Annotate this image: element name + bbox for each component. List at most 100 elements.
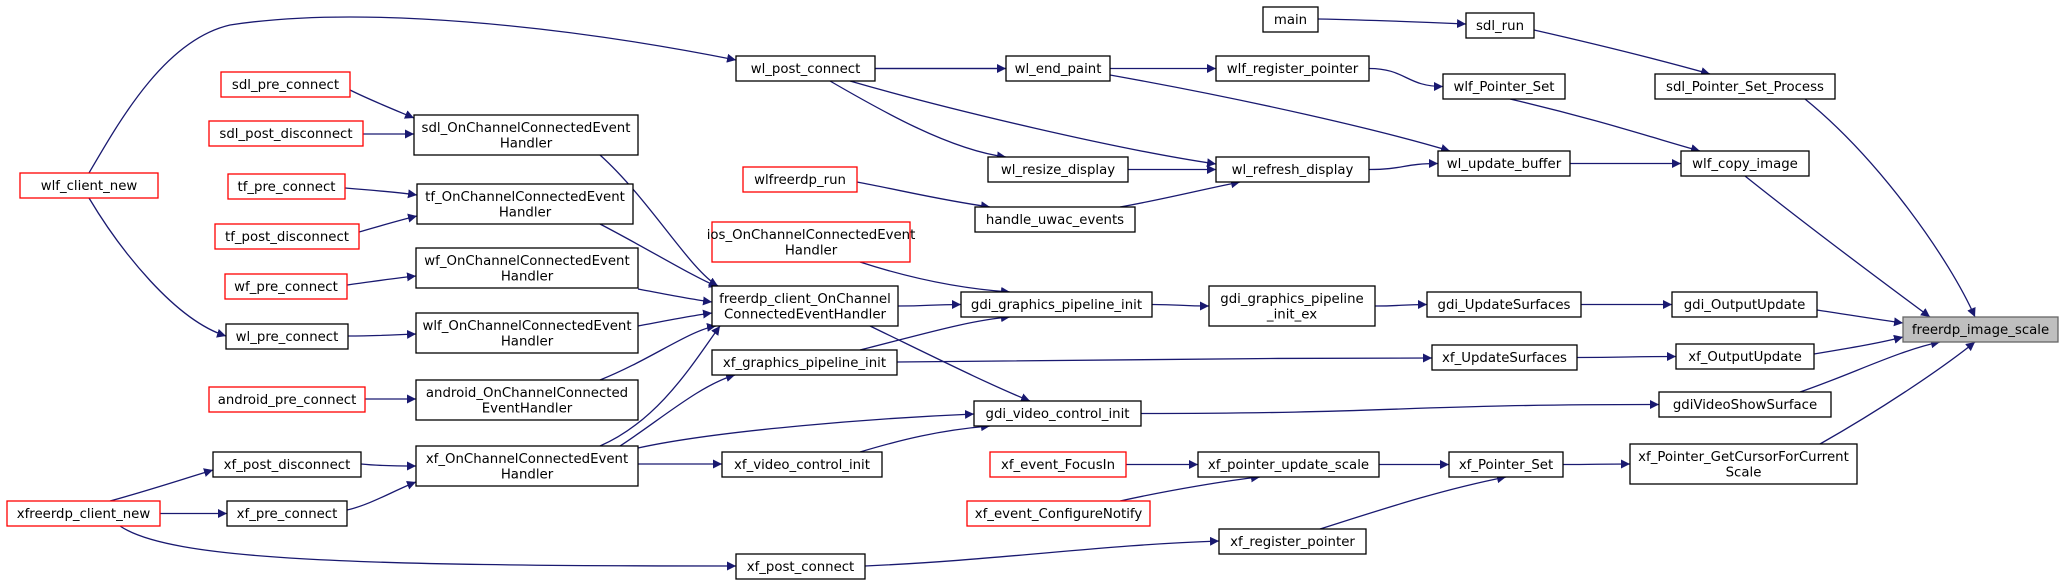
node-box[interactable] xyxy=(225,323,349,350)
node-sdl-pre-connect[interactable]: sdl_pre_connect xyxy=(220,71,351,98)
node-box[interactable] xyxy=(966,500,1151,527)
node-box[interactable] xyxy=(1197,451,1380,478)
node-box[interactable] xyxy=(208,386,366,413)
node-tf-pre-connect[interactable]: tf_pre_connect xyxy=(227,173,346,200)
node-box[interactable] xyxy=(1437,150,1571,177)
node-tf-post-disconnect[interactable]: tf_post_disconnect xyxy=(214,223,360,250)
node-wlf-client-new[interactable]: wlf_client_new xyxy=(19,172,159,199)
node-wl-resize-display[interactable]: wl_resize_display xyxy=(987,156,1129,183)
node-box[interactable] xyxy=(1218,528,1367,555)
node-box[interactable] xyxy=(1654,73,1836,100)
node-box[interactable] xyxy=(227,173,346,200)
node-box[interactable] xyxy=(413,114,639,156)
node-gdivideoshowsurface[interactable]: gdiVideoShowSurface xyxy=(1658,391,1832,418)
node-wl-pre-connect[interactable]: wl_pre_connect xyxy=(225,323,349,350)
node-wl-post-connect[interactable]: wl_post_connect xyxy=(735,55,876,82)
node-box[interactable] xyxy=(721,451,883,478)
node-xf-pointer-set[interactable]: xf_Pointer_Set xyxy=(1448,451,1564,478)
node-xf-outputupdate[interactable]: xf_OutputUpdate xyxy=(1675,343,1815,370)
node-gdi-updatesurfaces[interactable]: gdi_UpdateSurfaces xyxy=(1426,291,1582,318)
node-android-pre-connect[interactable]: android_pre_connect xyxy=(208,386,366,413)
node-box[interactable] xyxy=(987,156,1129,183)
node-box[interactable] xyxy=(208,120,364,147)
node-xf-pointer-update-scale[interactable]: xf_pointer_update_scale xyxy=(1197,451,1380,478)
node-box[interactable] xyxy=(19,172,159,199)
node-box[interactable] xyxy=(1442,73,1566,100)
node-box[interactable] xyxy=(415,379,639,421)
node-xf-event-focusin[interactable]: xf_event_FocusIn xyxy=(989,451,1127,478)
node-wl-end-paint[interactable]: wl_end_paint xyxy=(1005,55,1111,82)
node-box[interactable] xyxy=(973,400,1142,427)
node-wlf-register-pointer[interactable]: wlf_register_pointer xyxy=(1215,55,1370,82)
node-box[interactable] xyxy=(1902,316,2059,343)
node-box[interactable] xyxy=(220,71,351,98)
node-xf-post-connect[interactable]: xf_post_connect xyxy=(735,553,866,580)
node-box[interactable] xyxy=(989,451,1127,478)
node-box[interactable] xyxy=(214,223,360,250)
node-wl-update-buffer[interactable]: wl_update_buffer xyxy=(1437,150,1571,177)
node-sdl-run[interactable]: sdl_run xyxy=(1465,12,1535,39)
node-box[interactable] xyxy=(960,291,1153,318)
node-box[interactable] xyxy=(735,553,866,580)
node-box[interactable] xyxy=(415,312,639,354)
node-box[interactable] xyxy=(974,206,1136,233)
node-box[interactable] xyxy=(226,500,348,527)
node-main[interactable]: main xyxy=(1262,6,1319,33)
node-wlf-copy-image[interactable]: wlf_copy_image xyxy=(1680,150,1810,177)
node-box[interactable] xyxy=(1448,451,1564,478)
node-box[interactable] xyxy=(1215,55,1370,82)
node-box[interactable] xyxy=(1431,344,1578,371)
node-wlfreerdp-run[interactable]: wlfreerdp_run xyxy=(742,166,858,193)
node-freerdp-image-scale[interactable]: freerdp_image_scale xyxy=(1902,316,2059,343)
node-xf-updatesurfaces[interactable]: xf_UpdateSurfaces xyxy=(1431,344,1578,371)
node-box[interactable] xyxy=(1208,285,1376,327)
node-box[interactable] xyxy=(1215,156,1370,183)
node-box[interactable] xyxy=(1680,150,1810,177)
node-box[interactable] xyxy=(1675,343,1815,370)
node-sdl-post-disconnect[interactable]: sdl_post_disconnect xyxy=(208,120,364,147)
node-wf-pre-connect[interactable]: wf_pre_connect xyxy=(224,273,348,300)
node-xfreerdp-client-new[interactable]: xfreerdp_client_new xyxy=(6,500,161,527)
node-xf-pre-connect[interactable]: xf_pre_connect xyxy=(226,500,348,527)
node-box[interactable] xyxy=(735,55,876,82)
node-box[interactable] xyxy=(1658,391,1832,418)
node-box[interactable] xyxy=(1262,6,1319,33)
node-box[interactable] xyxy=(1629,443,1858,485)
node-gdi-outputupdate[interactable]: gdi_OutputUpdate xyxy=(1671,291,1818,318)
node-gdi-graphics-pipeline-init[interactable]: gdi_graphics_pipeline_init xyxy=(960,291,1153,318)
node-xf-graphics-pipeline-init[interactable]: xf_graphics_pipeline_init xyxy=(711,349,898,376)
node-box[interactable] xyxy=(1426,291,1582,318)
node-box[interactable] xyxy=(711,221,911,263)
node-box[interactable] xyxy=(415,445,639,487)
node-box[interactable] xyxy=(1465,12,1535,39)
node-box[interactable] xyxy=(1005,55,1111,82)
node-box[interactable] xyxy=(415,247,639,289)
node-xf-video-control-init[interactable]: xf_video_control_init xyxy=(721,451,883,478)
node-freerdp-client-onchannel[interactable]: freerdp_client_OnChannelConnectedEventHa… xyxy=(711,285,899,327)
node-xf-event-configurenotify[interactable]: xf_event_ConfigureNotify xyxy=(966,500,1151,527)
node-box[interactable] xyxy=(416,183,634,225)
node-gdi-video-control-init[interactable]: gdi_video_control_init xyxy=(973,400,1142,427)
node-sdl-pointer-set-process[interactable]: sdl_Pointer_Set_Process xyxy=(1654,73,1836,100)
node-box[interactable] xyxy=(224,273,348,300)
node-handle-uwac-events[interactable]: handle_uwac_events xyxy=(974,206,1136,233)
node-xf-post-disconnect[interactable]: xf_post_disconnect xyxy=(212,451,362,478)
node-box[interactable] xyxy=(742,166,858,193)
node-gdi-graphics-pipeline-init-ex[interactable]: gdi_graphics_pipeline_init_ex xyxy=(1208,285,1376,327)
node-wl-refresh-display[interactable]: wl_refresh_display xyxy=(1215,156,1370,183)
node-box[interactable] xyxy=(1671,291,1818,318)
node-box[interactable] xyxy=(6,500,161,527)
node-xf-register-pointer[interactable]: xf_register_pointer xyxy=(1218,528,1367,555)
node-wlf-pointer-set[interactable]: wlf_Pointer_Set xyxy=(1442,73,1566,100)
node-box[interactable] xyxy=(711,285,899,327)
node-box[interactable] xyxy=(711,349,898,376)
node-box[interactable] xyxy=(212,451,362,478)
